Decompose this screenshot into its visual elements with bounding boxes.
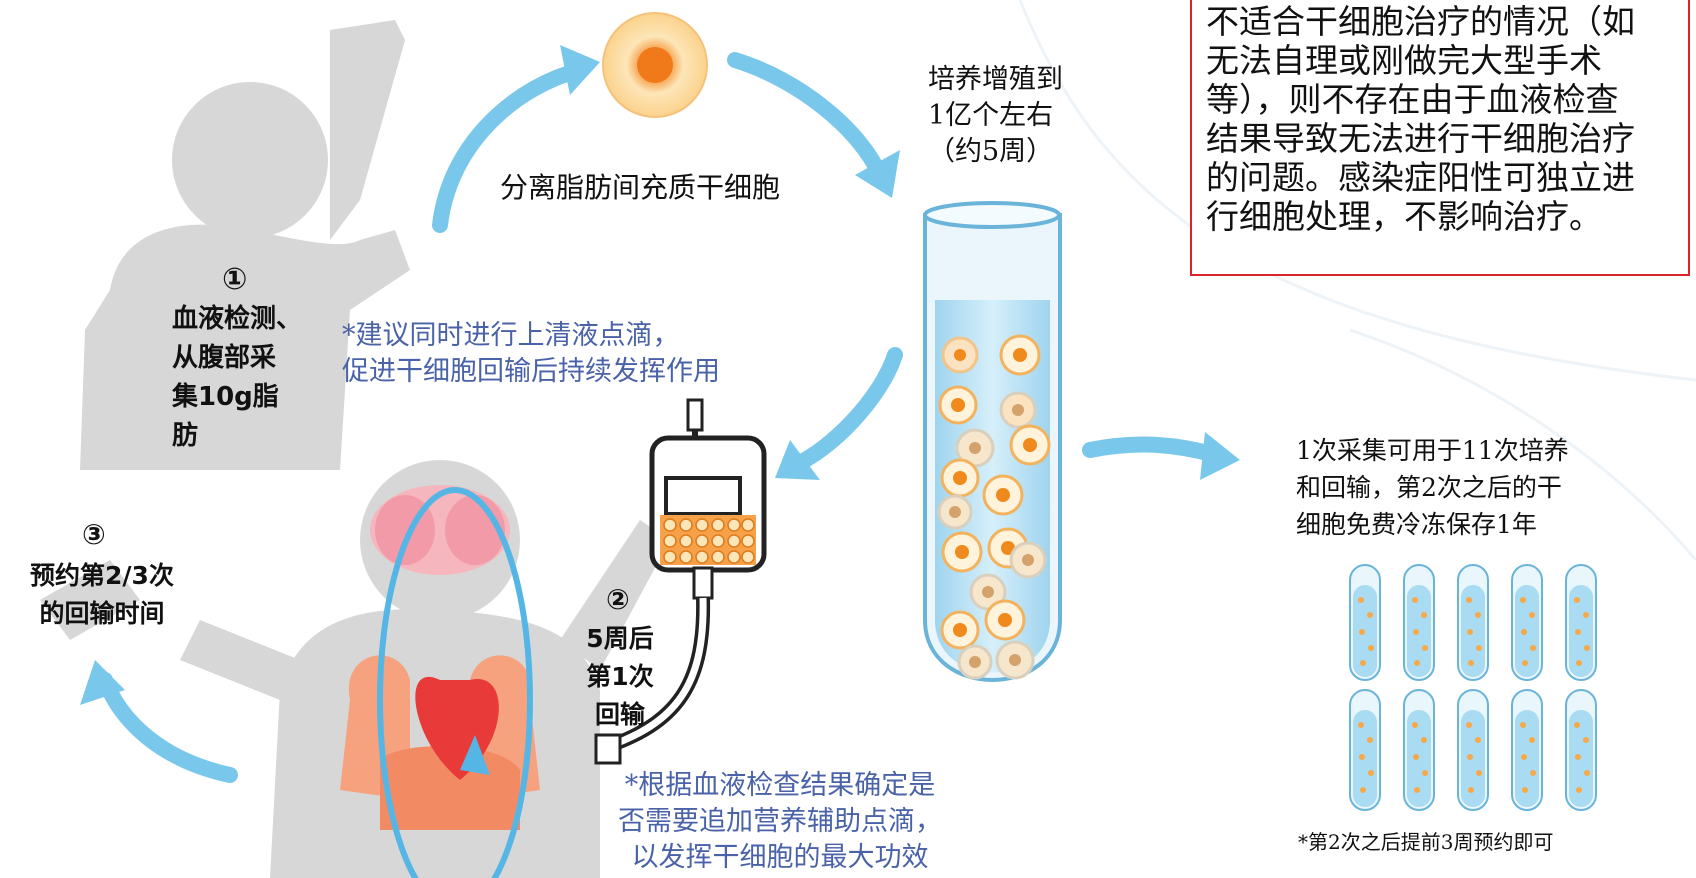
- blood-test-note: *根据血液检查结果确定是 否需要追加营养辅助点滴， 以发挥干细胞的最大功效: [618, 770, 942, 873]
- step1-label: 血液检测、 从腹部采 集10g脂 肪: [172, 304, 303, 451]
- large-test-tube-icon: [923, 201, 1062, 682]
- storage-label: 1次采集可用于11次培养 和回输，第2次之后的干 细胞免费冷冻保存1年: [1296, 436, 1569, 539]
- reserve-note: *第2次之后提前3周预约即可: [1298, 830, 1554, 854]
- step2-number: ②: [606, 583, 630, 616]
- treatment-eligibility-note: 不适合干细胞治疗的情况（如 无法自理或刚做完大型手术 等），则不存在由于血液检查…: [1190, 0, 1690, 276]
- step1-number: ①: [222, 262, 248, 297]
- small-test-tubes: [1349, 564, 1597, 811]
- person-silhouette-top: [40, 20, 410, 640]
- process-arrowheads: [80, 45, 1240, 705]
- tube-cells: [937, 334, 1051, 680]
- iv-bag-icon: [594, 398, 767, 765]
- step3-label: 预约第2/3次 的回输时间: [30, 561, 174, 628]
- culture-label: 培养增殖到 1亿个左右 （约5周）: [928, 64, 1063, 167]
- separate-stem-cells-label: 分离脂肪间充质干细胞: [500, 171, 781, 204]
- supernatant-note: *建议同时进行上清液点滴， 促进干细胞回输后持续发挥作用: [342, 320, 720, 387]
- step2-label: 5周后 第1次 回输: [586, 624, 654, 729]
- step3-number: ③: [82, 518, 106, 551]
- circulation-loop: [377, 487, 533, 878]
- circulation-arrowhead: [460, 735, 490, 775]
- stem-cell-icon: [602, 12, 708, 118]
